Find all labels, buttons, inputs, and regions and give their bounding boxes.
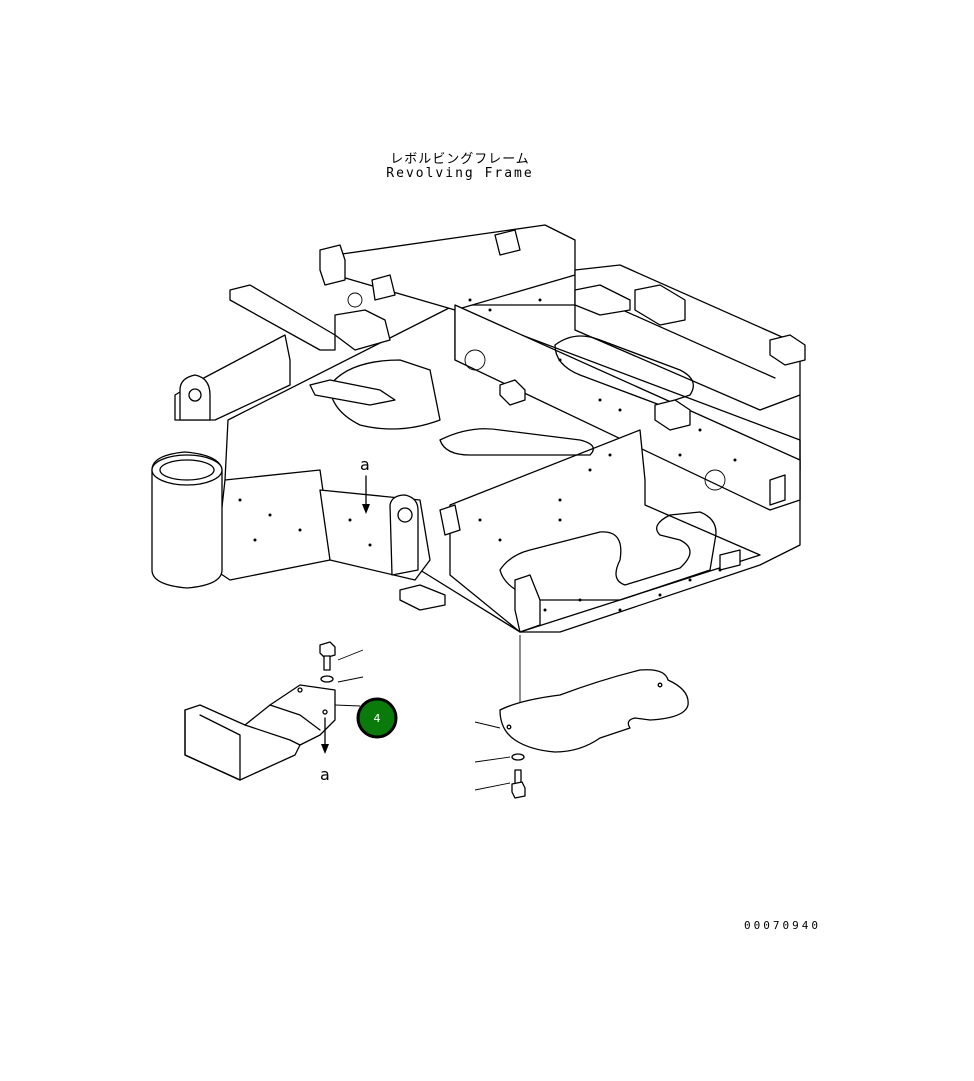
under-cover-plate: [474, 669, 689, 753]
revolving-frame: a: [151, 224, 806, 740]
callout-4-label: 4: [374, 712, 381, 725]
cover-bolt: [319, 641, 364, 683]
title-english: Revolving Frame: [386, 166, 534, 181]
cover-plate-part: a: [184, 684, 336, 784]
frame-reference-mark: a: [360, 455, 370, 474]
under-cover-bolt: [474, 753, 526, 799]
drawing-number: 00070940: [744, 919, 821, 932]
title-japanese: レボルビングフレーム: [390, 152, 530, 167]
callout-4[interactable]: 4: [356, 697, 398, 739]
cover-reference-mark: a: [320, 765, 330, 784]
